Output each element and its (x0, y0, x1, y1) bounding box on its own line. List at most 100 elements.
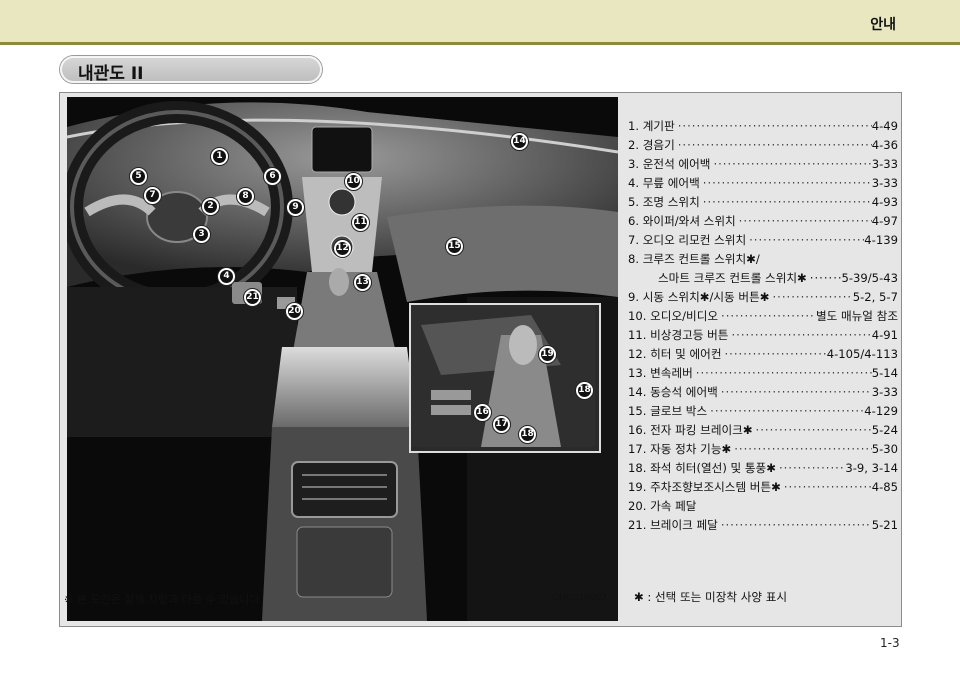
legend-item: 15. 글로브 박스······························… (628, 402, 898, 421)
callout-number: 10 (347, 175, 360, 188)
section-title-pill: 내관도 II (60, 56, 322, 84)
legend-item: 스마트 크루즈 컨트롤 스위치✱························… (628, 269, 898, 288)
leader-dots: ········································… (724, 347, 827, 361)
callout-marker: 12 (333, 239, 352, 258)
legend-item-page: 3-33 (871, 176, 898, 190)
leader-dots: ········································… (755, 423, 872, 437)
callout-marker: 4 (217, 267, 236, 286)
legend-item-page: 4-105/4-113 (826, 347, 898, 361)
legend-item-page: 4-93 (871, 195, 898, 209)
callout-marker: 18 (518, 425, 537, 444)
leader-dots: ········································… (677, 119, 872, 133)
callout-marker: 18 (575, 381, 594, 400)
callout-number: 4 (220, 270, 233, 283)
header-divider (0, 42, 960, 45)
leader-dots: ········································… (713, 157, 871, 171)
legend-item-label: 16. 전자 파킹 브레이크✱ (628, 423, 753, 437)
callout-marker: 7 (143, 186, 162, 205)
callout-number: 17 (495, 418, 508, 431)
leader-dots: ········································… (734, 442, 871, 456)
legend-item-label: 스마트 크루즈 컨트롤 스위치✱ (658, 271, 807, 285)
callout-number: 21 (246, 291, 259, 304)
legend-item: 11. 비상경고등 버튼····························… (628, 326, 898, 345)
legend-item: 12. 히터 및 에어컨····························… (628, 345, 898, 364)
legend-item-page: 4-97 (871, 214, 898, 228)
leader-dots: ········································… (731, 328, 872, 342)
legend-item: 17. 자동 정차 기능✱···························… (628, 440, 898, 459)
callout-number: 19 (541, 348, 554, 361)
legend-item-page: 4-36 (871, 138, 898, 152)
leader-dots: ········································… (702, 176, 872, 190)
legend-list: 1. 계기판··································… (628, 117, 898, 535)
leader-dots: ········································… (695, 366, 872, 380)
legend-item-page: 5-21 (871, 518, 898, 532)
callout-number: 3 (195, 228, 208, 241)
callout-marker: 11 (351, 213, 370, 232)
legend-item-label: 14. 동승석 에어백 (628, 385, 718, 399)
legend-item-label: 17. 자동 정차 기능✱ (628, 442, 732, 456)
leader-dots: ········································… (702, 195, 872, 209)
leader-dots: ········································… (677, 138, 872, 152)
callout-marker: 10 (344, 172, 363, 191)
callout-marker: 8 (236, 187, 255, 206)
legend-item-label: 2. 경음기 (628, 138, 675, 152)
callout-number: 12 (336, 242, 349, 255)
callout-number: 14 (513, 135, 526, 148)
legend-item-page: 4-49 (871, 119, 898, 133)
legend-item-label: 12. 히터 및 에어컨 (628, 347, 722, 361)
legend-item-label: 6. 와이퍼/와셔 스위치 (628, 214, 736, 228)
callout-marker: 1 (210, 147, 229, 166)
legend-item-page: 5-39/5-43 (841, 271, 898, 285)
legend-item: 5. 조명 스위치·······························… (628, 193, 898, 212)
callout-number: 6 (266, 170, 279, 183)
callout-number: 16 (476, 406, 489, 419)
callout-marker: 16 (473, 403, 492, 422)
leader-dots: ········································… (778, 461, 845, 475)
legend-item: 8. 크루즈 컨트롤 스위치✱/ (628, 250, 898, 269)
callout-marker: 21 (243, 288, 262, 307)
callout-number: 13 (356, 276, 369, 289)
leader-dots: ········································… (720, 385, 872, 399)
leader-dots: ········································… (738, 214, 872, 228)
legend-item-label: 4. 무릎 에어백 (628, 176, 700, 190)
asterisk-legend-note: ✱ : 선택 또는 미장착 사양 표시 (634, 590, 788, 604)
leader-dots: ········································… (749, 233, 864, 247)
legend-item-page: 5-2, 5-7 (852, 290, 898, 304)
leader-dots: ········································… (720, 518, 872, 532)
callout-marker: 3 (192, 225, 211, 244)
legend-item-label: 5. 조명 스위치 (628, 195, 700, 209)
legend-item: 13. 변속레버································… (628, 364, 898, 383)
legend-item-label: 20. 가속 페달 (628, 499, 697, 513)
legend-item: 19. 주차조향보조시스템 버튼✱·······················… (628, 478, 898, 497)
legend-item: 6. 와이퍼/와셔 스위치···························… (628, 212, 898, 231)
legend-item-page: 별도 매뉴얼 참조 (815, 309, 898, 323)
leader-dots: ········································… (783, 480, 872, 494)
callout-number: 18 (521, 428, 534, 441)
callout-marker: 19 (538, 345, 557, 364)
callout-marker: 2 (201, 197, 220, 216)
callout-number: 9 (289, 201, 302, 214)
legend-item-label: 9. 시동 스위치✱/시동 버튼✱ (628, 290, 770, 304)
legend-item-label: 11. 비상경고등 버튼 (628, 328, 729, 342)
callout-number: 5 (132, 170, 145, 183)
legend-item: 20. 가속 페달 (628, 497, 898, 516)
callout-marker: 15 (445, 237, 464, 256)
legend-item-page: 4-129 (864, 404, 898, 418)
callout-number: 8 (239, 190, 252, 203)
legend-item: 21. 브레이크 페달·····························… (628, 516, 898, 535)
callout-number: 7 (146, 189, 159, 202)
legend-item: 1. 계기판··································… (628, 117, 898, 136)
callout-marker: 13 (353, 273, 372, 292)
callout-number: 20 (288, 305, 301, 318)
image-code: OHG010002 (552, 593, 608, 603)
callout-number: 15 (448, 240, 461, 253)
legend-item-page: 5-30 (871, 442, 898, 456)
leader-dots: ········································… (721, 309, 816, 323)
legend-item-label: 1. 계기판 (628, 119, 675, 133)
legend-item-label: 10. 오디오/비디오 (628, 309, 719, 323)
callout-marker: 14 (510, 132, 529, 151)
callout-number: 2 (204, 200, 217, 213)
callout-number: 11 (354, 216, 367, 229)
